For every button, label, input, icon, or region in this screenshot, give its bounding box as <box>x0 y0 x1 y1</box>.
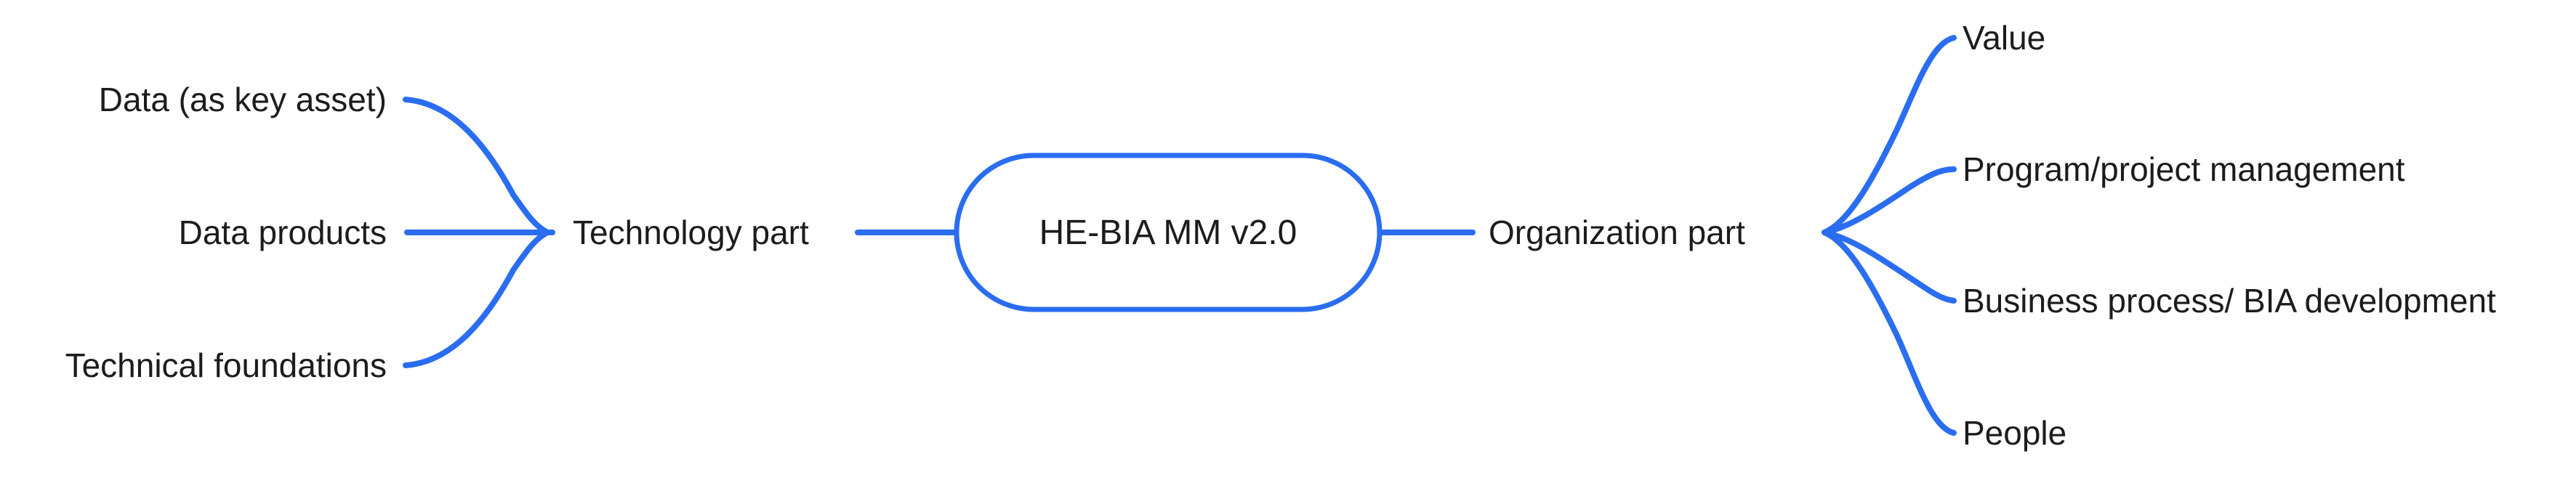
node-data-as-key-asset[interactable]: Data (as key asset) <box>98 81 387 118</box>
connector-program-project-management <box>1822 166 1957 235</box>
node-organization-part[interactable]: Organization part <box>1489 214 1745 251</box>
root-node[interactable]: HE-BIA MM v2.0 <box>1039 213 1297 252</box>
connector-value <box>1822 35 1957 235</box>
connector-business-process-bia-development <box>1822 230 1957 304</box>
node-business-process-bia-development[interactable]: Business process/ BIA development <box>1963 282 2496 320</box>
node-data-products[interactable]: Data products <box>178 214 387 251</box>
root-node-shape <box>954 153 1382 312</box>
connector-people <box>1822 230 1957 436</box>
connector-data-key-asset <box>403 97 550 235</box>
connector-technical-foundations <box>403 230 550 368</box>
node-people[interactable]: People <box>1963 414 2067 452</box>
node-technical-foundations[interactable]: Technical foundations <box>65 346 387 384</box>
node-value[interactable]: Value <box>1963 19 2046 57</box>
node-technology-part[interactable]: Technology part <box>573 214 809 251</box>
node-program-project-management[interactable]: Program/project management <box>1963 150 2405 188</box>
